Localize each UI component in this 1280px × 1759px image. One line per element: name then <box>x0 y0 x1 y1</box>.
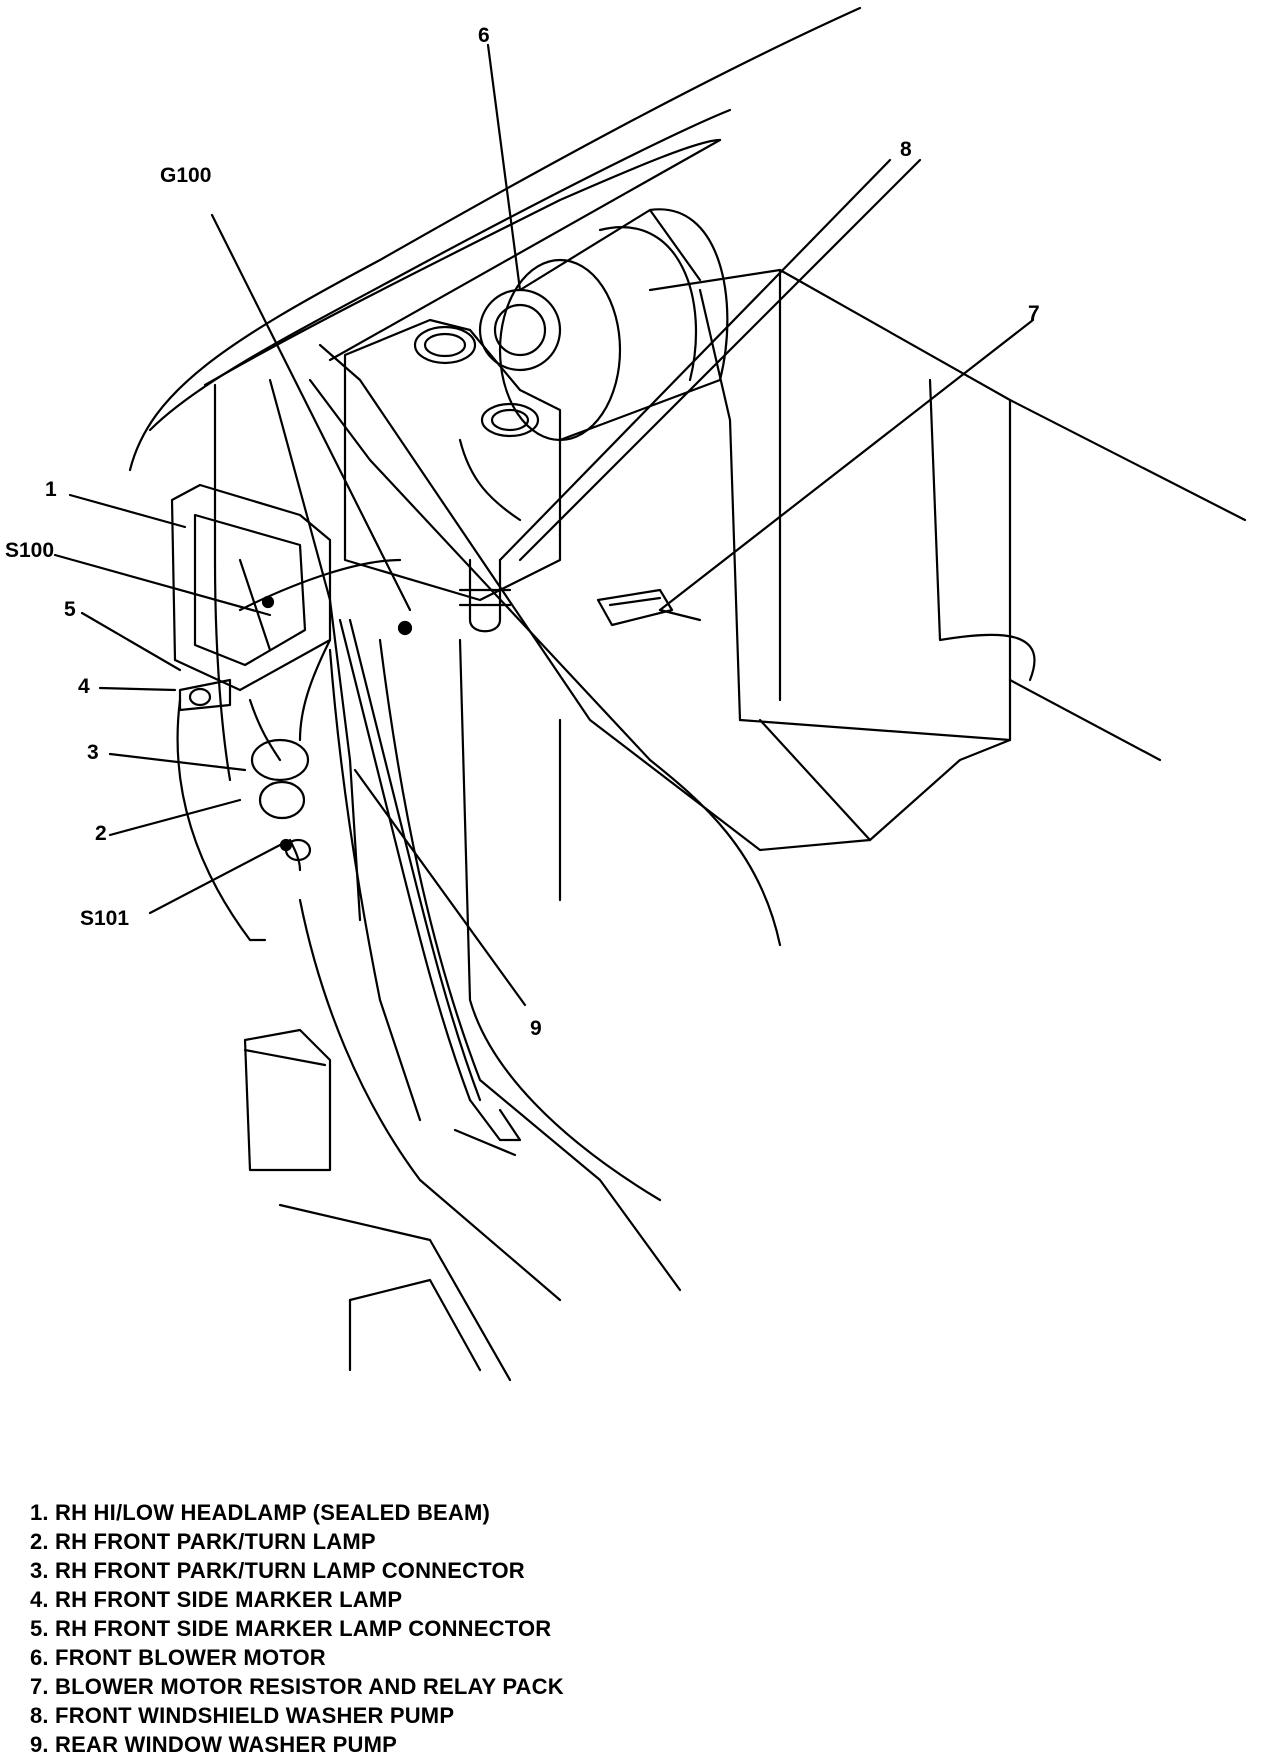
splice-points <box>261 595 413 852</box>
callout-9: 9 <box>530 1017 542 1040</box>
legend-item: 3. RH FRONT PARK/TURN LAMP CONNECTOR <box>30 1558 525 1583</box>
legend-item: 4. RH FRONT SIDE MARKER LAMP <box>30 1587 403 1612</box>
headlamp <box>170 483 332 692</box>
blower-motor-housing <box>478 208 729 442</box>
hvac-module <box>648 268 1247 842</box>
legend-item: 1. RH HI/LOW HEADLAMP (SEALED BEAM) <box>30 1500 491 1525</box>
legend-item: 8. FRONT WINDSHIELD WASHER PUMP <box>30 1703 455 1728</box>
hood-outline <box>128 6 862 472</box>
callout-1: 1 <box>45 478 57 501</box>
callout-4: 4 <box>78 675 90 698</box>
legend-item: 2. RH FRONT PARK/TURN LAMP <box>30 1529 376 1554</box>
callout-7: 7 <box>1028 302 1040 325</box>
callout-s101: S101 <box>80 907 129 930</box>
component-legend: 1. RH HI/LOW HEADLAMP (SEALED BEAM) 2. R… <box>30 1498 1030 1759</box>
callout-8: 8 <box>900 138 912 161</box>
lower-box <box>243 1028 512 1382</box>
legend-item: 5. RH FRONT SIDE MARKER LAMP CONNECTOR <box>30 1616 552 1641</box>
resistor-connector <box>596 588 702 627</box>
legend-item: 9. REAR WINDOW WASHER PUMP <box>30 1732 397 1757</box>
wire-harness <box>298 618 522 1157</box>
callout-g100: G100 <box>160 164 211 187</box>
washer-reservoir <box>343 318 562 633</box>
callout-2: 2 <box>95 822 107 845</box>
engine-compartment-diagram: 6 8 G100 7 1 S100 5 4 3 2 S101 9 <box>5 6 1247 1382</box>
legend-item: 7. BLOWER MOTOR RESISTOR AND RELAY PACK <box>30 1674 564 1699</box>
callout-s100: S100 <box>5 539 54 562</box>
callout-5: 5 <box>64 598 76 621</box>
radiator-support <box>268 343 872 1302</box>
legend-item: 6. FRONT BLOWER MOTOR <box>30 1645 326 1670</box>
callout-6: 6 <box>478 24 490 47</box>
callout-3: 3 <box>87 741 99 764</box>
leader-lines <box>53 43 1035 1007</box>
